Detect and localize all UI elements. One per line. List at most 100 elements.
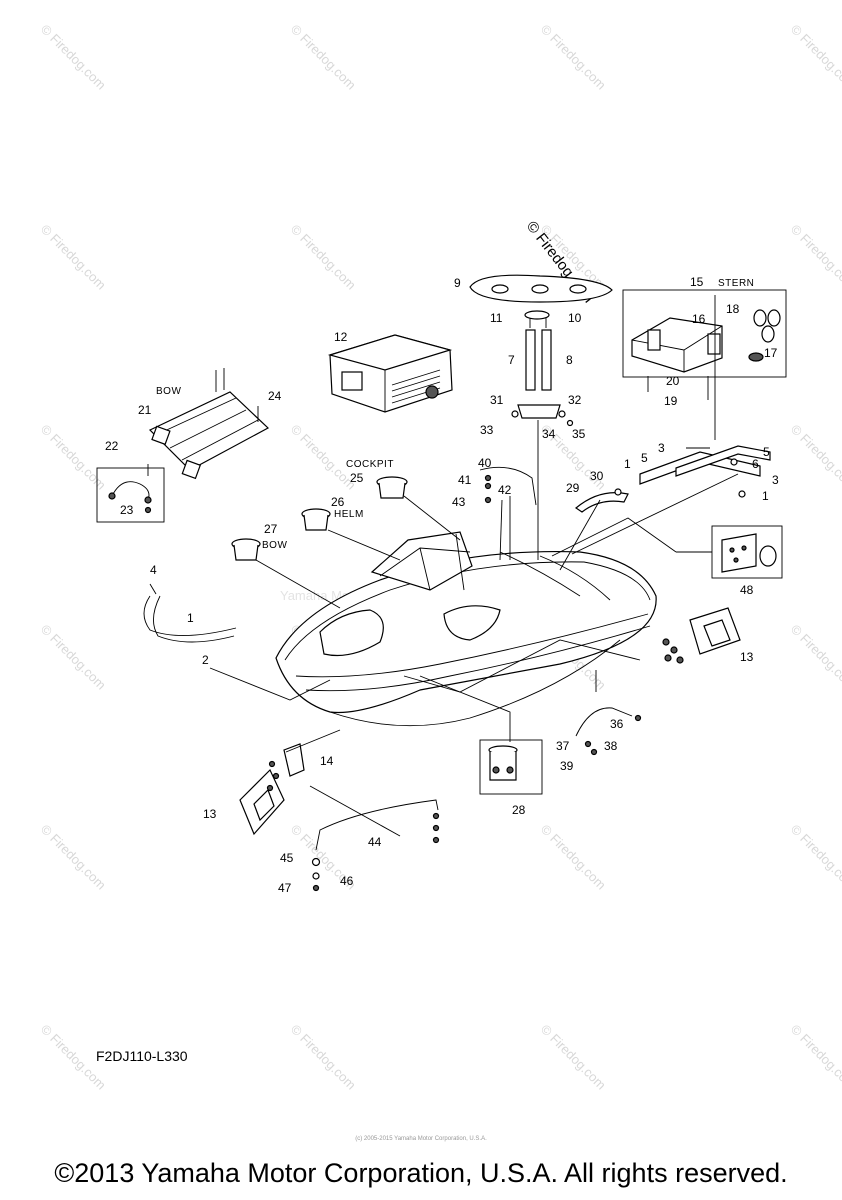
part-number-labels: 1 1 1 2 3 3 4 5 5 6 7 8 9 10 11 12 13 13… [105,275,779,895]
part-number: 35 [572,427,586,441]
part-number: 19 [664,394,678,408]
part-number: 45 [280,851,294,865]
watermark-tile: © Firedog.com [788,22,842,93]
boat-hull [275,531,657,727]
part-number: 2 [202,653,209,667]
part-44-rail [311,799,440,892]
part-number: 25 [350,471,364,485]
label-bow-frame: BOW [156,386,181,397]
part-31-35-base [511,404,574,470]
part-number: 8 [566,353,573,367]
part-number: 31 [490,393,504,407]
part-28-box [479,739,543,795]
part-number: 7 [508,353,515,367]
part-number: 13 [203,807,217,821]
part-number: 44 [368,835,382,849]
watermark-tile: © Firedog.com [538,22,609,93]
part-12-cooler [327,334,453,413]
part-13-cleat-right [662,607,741,664]
part-22-box [96,467,165,523]
part-number: 37 [556,739,570,753]
label-cockpit: COCKPIT [346,459,394,470]
part-number: 14 [320,754,334,768]
part-number: 39 [560,759,574,773]
part-number: 20 [666,374,680,388]
part-number: 6 [752,457,759,471]
part-number: 40 [478,456,492,470]
part-7-8-poles [524,310,552,391]
part-number: 1 [762,489,769,503]
part-number: 5 [641,451,648,465]
part-number: 24 [268,389,282,403]
watermark-tile: © Firedog.com [788,822,842,893]
part-number: 32 [568,393,582,407]
part-number: 41 [458,473,472,487]
watermark-tile: © Firedog.com [288,1022,359,1093]
part-number: 13 [740,650,754,664]
part-number: 28 [512,803,526,817]
watermark-tile: © Firedog.com [788,222,842,293]
part-number: 12 [334,330,348,344]
part-26-cup-holder [301,508,331,531]
part-number: 43 [452,495,466,509]
part-number: 16 [692,312,706,326]
copyright-footer: ©2013 Yamaha Motor Corporation, U.S.A. A… [54,1158,788,1188]
part-number: 4 [150,563,157,577]
part-number: 29 [566,481,580,495]
part-21-bow-frame [148,368,270,480]
label-stern: STERN [718,278,754,289]
leader-lines [147,295,739,837]
part-number: 10 [568,311,582,325]
diagram-code: F2DJ110-L330 [96,1048,188,1064]
part-number: 1 [624,457,631,471]
watermark-tile: © Firedog.com [38,622,109,693]
part-number: 34 [542,427,556,441]
part-number: 9 [454,276,461,290]
part-1-2-trim [143,583,237,643]
part-number: 11 [490,311,503,325]
part-48-box [711,525,783,579]
watermark-tile: © Firedog.com [38,222,109,293]
part-number: 33 [480,423,494,437]
watermark-tile: © Firedog.com [38,422,109,493]
part-number: 22 [105,439,119,453]
part-number: 36 [610,717,624,731]
part-number: 23 [120,503,134,517]
part-number: 27 [264,522,278,536]
part-number: 26 [331,495,345,509]
part-number: 17 [764,346,778,360]
part-number: 18 [726,302,740,316]
part-number: 3 [772,473,779,487]
watermark-tile: © Firedog.com [538,822,609,893]
part-29-bracket [574,488,629,513]
watermark-tile: © Firedog.com [288,22,359,93]
part-number: 38 [604,739,618,753]
part-number: 1 [187,611,194,625]
part-40-handle [479,466,537,506]
part-15-stern-box [622,289,787,400]
copyright-microtext: (c) 2005-2015 Yamaha Motor Corporation, … [355,1136,487,1142]
part-number: 42 [498,483,512,497]
part-number: 47 [278,881,292,895]
watermark-tile: © Firedog.com [788,622,842,693]
label-helm: HELM [334,509,364,520]
part-1-3-rails [639,445,771,498]
watermark-tile: © Firedog.com [538,1022,609,1093]
part-9-gasket [469,274,613,303]
watermark-tile: © Firedog.com [788,422,842,493]
watermark-tile: © Firedog.com [288,422,359,493]
part-number: 46 [340,874,354,888]
part-number: 5 [763,445,770,459]
part-27-cup-holder [231,538,261,561]
part-13-cleat-left [239,743,305,836]
label-bow-cup: BOW [262,540,287,551]
part-25-cup-holder [376,476,408,499]
watermark-tile: © Firedog.com [38,822,109,893]
part-number: 15 [690,275,704,289]
watermark-tile: © Firedog.com [788,1022,842,1093]
watermark-tile: © Firedog.com [38,22,109,93]
part-36-handle [575,707,642,756]
part-number: 30 [590,469,604,483]
part-number: 3 [658,441,665,455]
